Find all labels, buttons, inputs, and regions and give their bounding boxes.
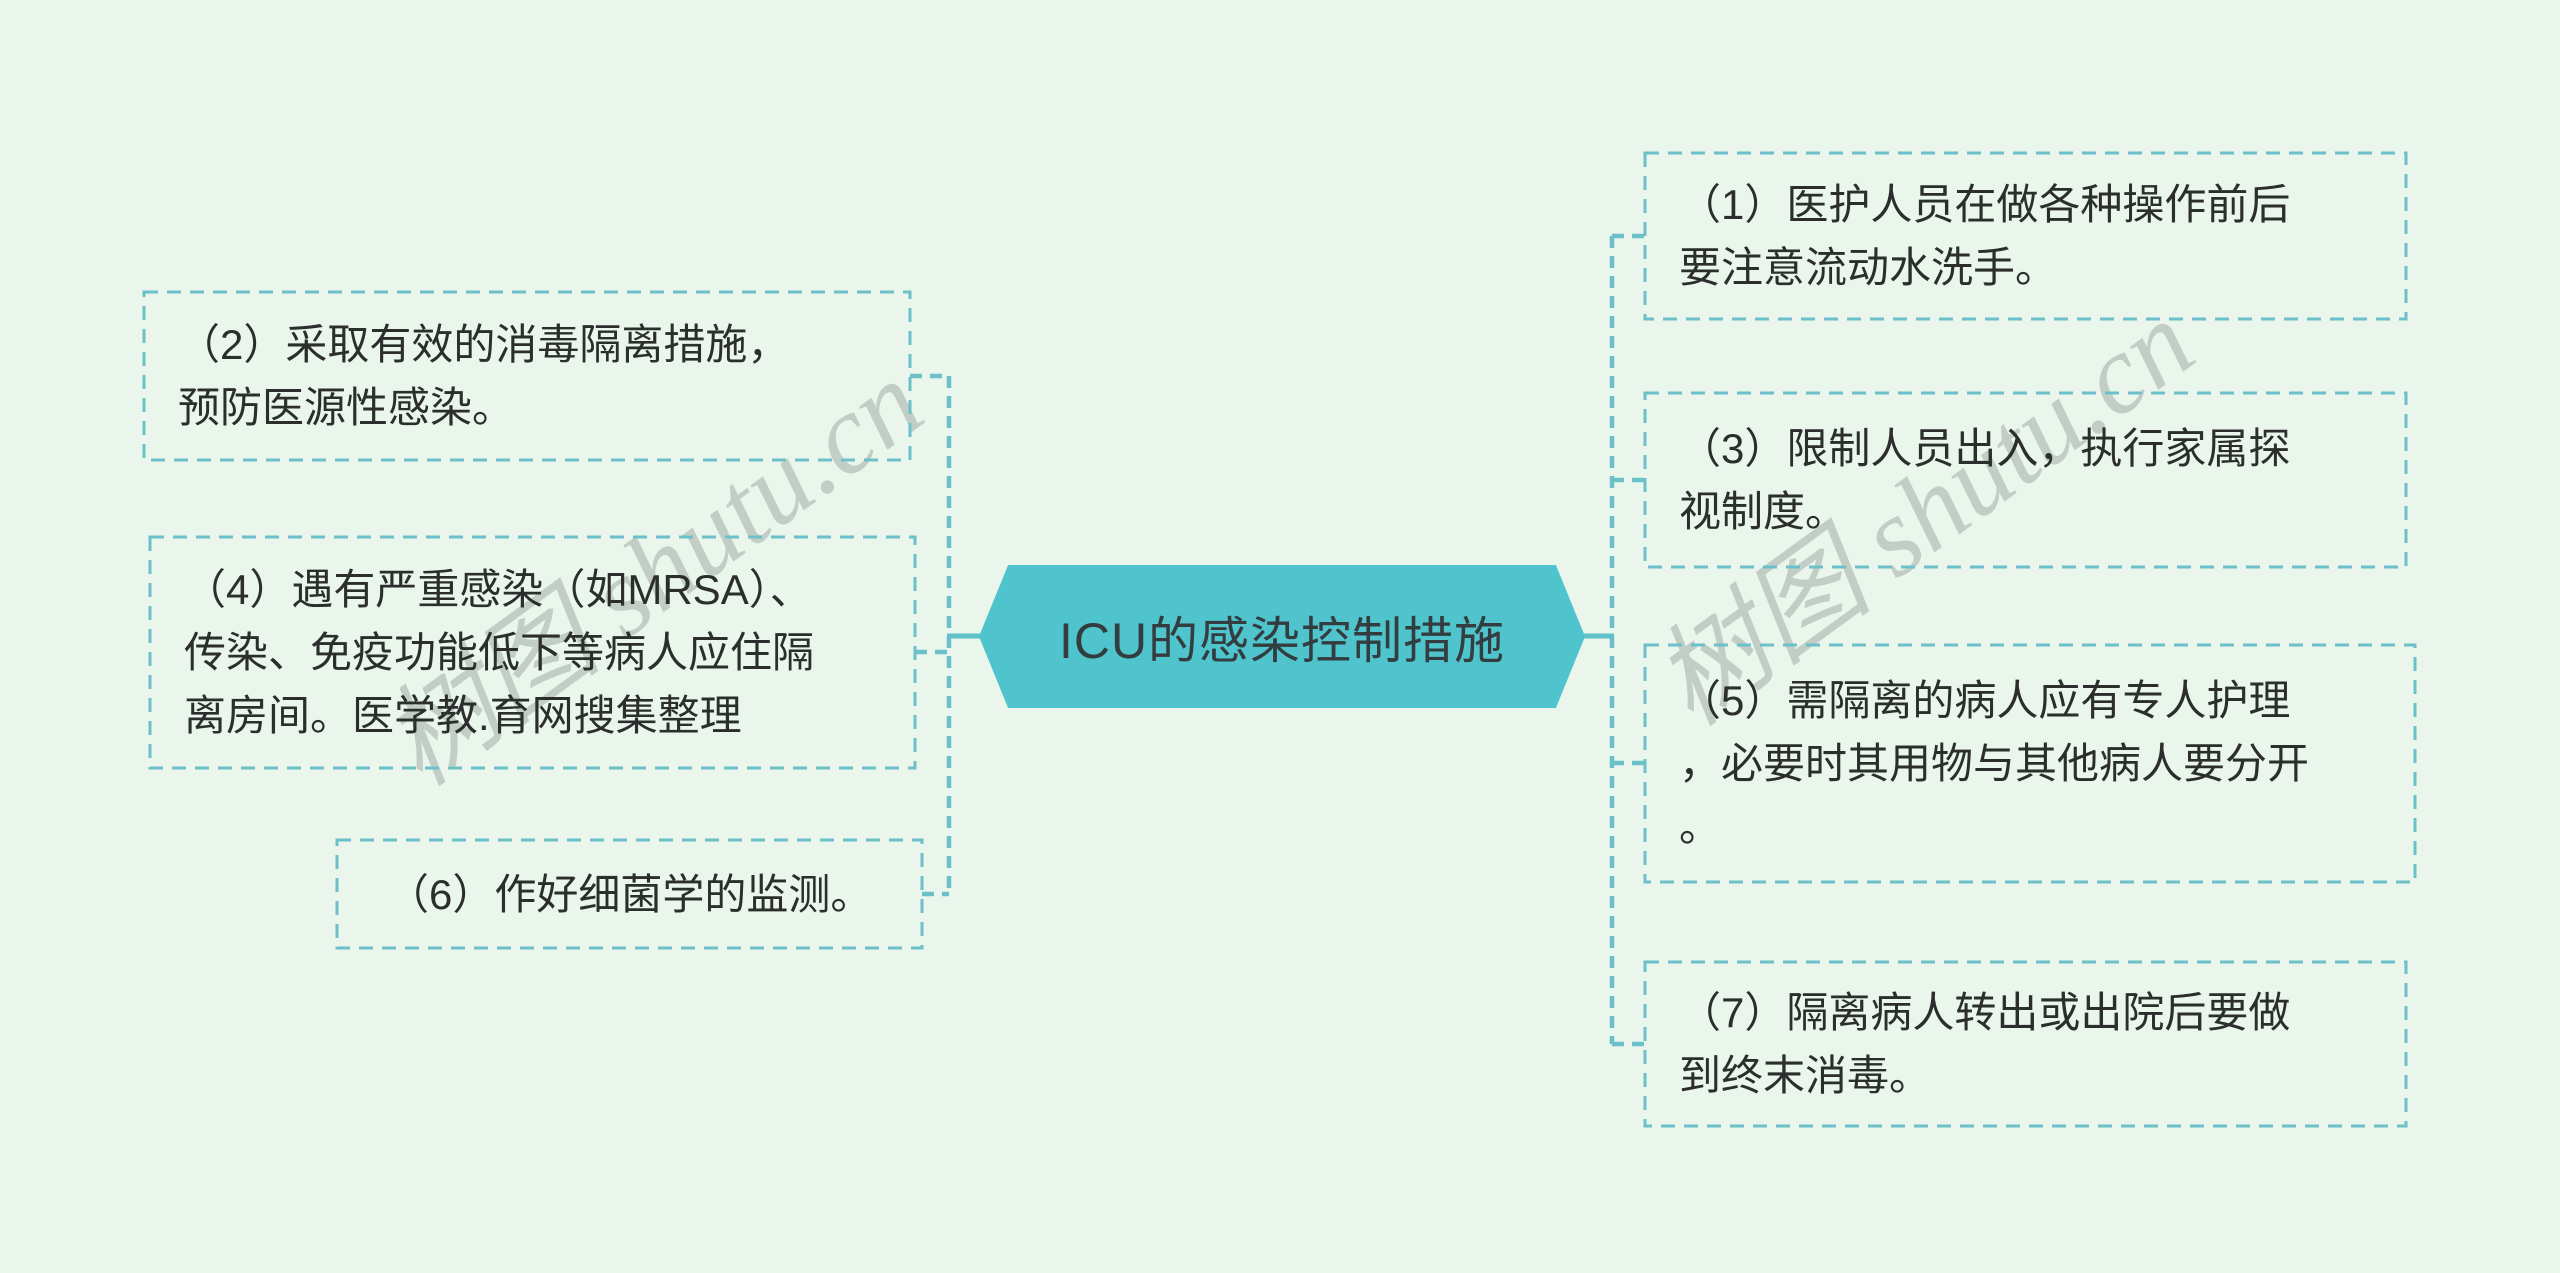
branch-node-5-text: （5）需隔离的病人应有专人护理 ，必要时其用物与其他病人要分开 。 xyxy=(1679,677,2310,850)
branch-node-4[interactable]: （4）遇有严重感染（如MRSA）、 传染、免疫功能低下等病人应住隔 离房间。医学… xyxy=(150,537,915,768)
branch-node-5[interactable]: （5）需隔离的病人应有专人护理 ，必要时其用物与其他病人要分开 。 xyxy=(1645,645,2415,882)
branch-box-border-7 xyxy=(1643,960,2408,1128)
branch-node-6-text: （6）作好细菌学的监测。 xyxy=(387,870,873,918)
branch-node-7-text: （7）隔离病人转出或出院后要做 到终末消毒。 xyxy=(1679,989,2291,1099)
central-topic-label: ICU的感染控制措施 xyxy=(1058,612,1506,669)
branch-node-3-text: （3）限制人员出入，执行家属探 视制度。 xyxy=(1679,425,2291,535)
branch-node-3[interactable]: （3）限制人员出入，执行家属探 视制度。 xyxy=(1645,393,2406,567)
branch-node-7[interactable]: （7）隔离病人转出或出院后要做 到终末消毒。 xyxy=(1645,962,2406,1126)
branch-box-border-3 xyxy=(1643,391,2408,569)
branch-box-border-2 xyxy=(142,290,912,462)
branch-box-border-5 xyxy=(1643,643,2417,884)
branch-node-2-text: （2）采取有效的消毒隔离措施， 预防医源性感染。 xyxy=(178,321,790,431)
branch-node-4-text: （4）遇有严重感染（如MRSA）、 传染、免疫功能低下等病人应住隔 离房间。医学… xyxy=(184,566,815,739)
branch-node-1-text: （1）医护人员在做各种操作前后 要注意流动水洗手。 xyxy=(1679,181,2291,291)
branch-node-2[interactable]: （2）采取有效的消毒隔离措施， 预防医源性感染。 xyxy=(144,292,910,460)
branch-node-1[interactable]: （1）医护人员在做各种操作前后 要注意流动水洗手。 xyxy=(1645,153,2406,319)
branch-node-6[interactable]: （6）作好细菌学的监测。 xyxy=(337,840,922,948)
central-topic-node[interactable]: ICU的感染控制措施 xyxy=(979,565,1585,708)
branch-box-border-1 xyxy=(1643,151,2408,321)
